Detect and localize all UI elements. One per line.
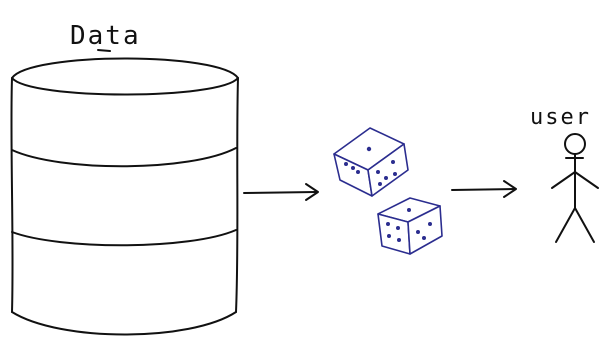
database-right-side bbox=[235, 77, 239, 313]
die-lower bbox=[377, 197, 443, 255]
database-band-2 bbox=[11, 229, 237, 247]
database-band-1 bbox=[11, 147, 237, 168]
user-label: user bbox=[530, 105, 591, 130]
user-head bbox=[564, 133, 586, 155]
database-bottom-curve bbox=[11, 311, 237, 336]
arrow-right-icon bbox=[243, 183, 319, 201]
database-icon bbox=[10, 57, 239, 336]
data-label: Data bbox=[70, 21, 141, 51]
data-label-underline bbox=[97, 49, 111, 52]
database-top-ellipse bbox=[11, 57, 239, 96]
dice-icon bbox=[333, 127, 443, 255]
database-left-side bbox=[10, 77, 14, 313]
die-upper bbox=[333, 127, 409, 197]
user-legs bbox=[555, 207, 595, 243]
user-stick-figure-icon bbox=[551, 133, 599, 243]
arrow-right-icon bbox=[451, 180, 517, 198]
user-arms bbox=[551, 171, 599, 189]
